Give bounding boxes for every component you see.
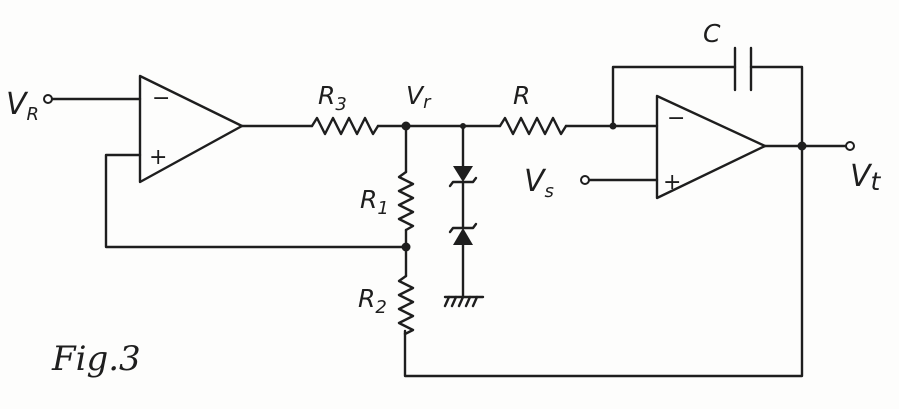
opamp2-triangle bbox=[655, 94, 767, 200]
label-r1: R1 bbox=[360, 185, 389, 219]
zener-diode-1 bbox=[453, 166, 473, 182]
wire-cap-left bbox=[611, 65, 737, 128]
label-vr-input: VR bbox=[6, 87, 39, 125]
wire-output-feedback-loop bbox=[403, 144, 804, 378]
opamp1-plus-sign: + bbox=[149, 145, 167, 170]
wire-divider-to-opamp1-plus bbox=[104, 153, 408, 249]
label-c: C bbox=[703, 19, 721, 48]
resistor-r3 bbox=[310, 116, 380, 136]
zener-diode-2 bbox=[453, 228, 473, 245]
resistor-r2 bbox=[397, 274, 415, 336]
vt-output-terminal bbox=[845, 141, 855, 151]
label-vt-output: Vt bbox=[850, 159, 882, 196]
opamp2-plus-sign: + bbox=[663, 170, 681, 195]
opamp1-minus-sign: − bbox=[152, 86, 170, 111]
label-r: R bbox=[513, 81, 530, 110]
resistor-r bbox=[498, 116, 568, 136]
wire-cap-right bbox=[749, 65, 804, 148]
figure-caption: Fig.3 bbox=[51, 339, 141, 379]
resistor-r1 bbox=[397, 170, 415, 232]
label-vr-node: Vr bbox=[406, 81, 432, 113]
ground-symbol bbox=[443, 295, 485, 308]
label-vs: Vs bbox=[524, 164, 554, 202]
opamp1-triangle bbox=[138, 74, 244, 184]
label-r2: R2 bbox=[358, 284, 387, 318]
opamp2-minus-sign: − bbox=[667, 106, 685, 131]
label-r3: R3 bbox=[318, 81, 347, 115]
